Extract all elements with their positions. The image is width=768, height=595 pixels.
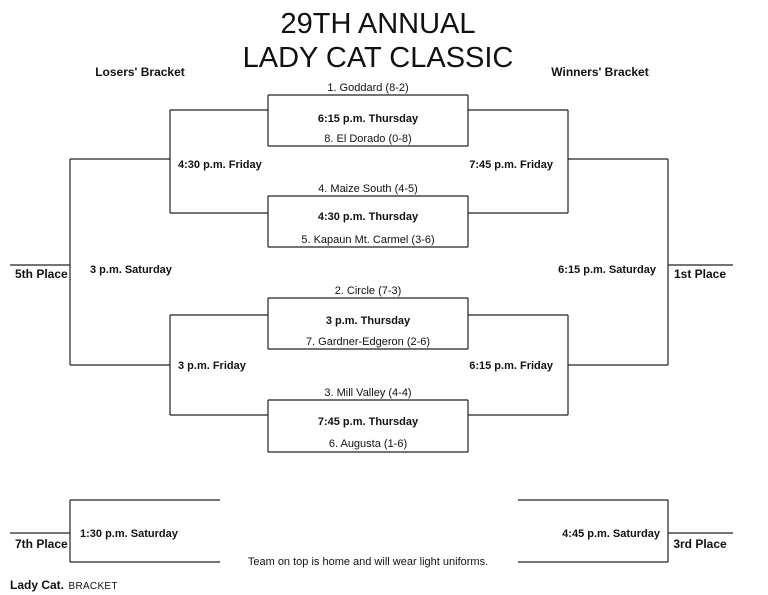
game-3-time: 3 p.m. Thursday: [326, 315, 411, 327]
game-2-box: [267, 195, 469, 248]
first-place-label: 1st Place: [674, 267, 726, 281]
game-3-away-team: 7. Gardner-Edgeron (2-6): [306, 336, 430, 348]
championship-game-time: 6:15 p.m. Saturday: [558, 264, 657, 276]
winners-upper-time: 7:45 p.m. Friday: [469, 159, 554, 171]
game-4-away-team: 6. Augusta (1-6): [329, 438, 407, 450]
third-place-game-time: 4:45 p.m. Saturday: [562, 528, 661, 540]
title-line-1: 29TH ANNUAL: [280, 8, 475, 40]
winners-bracket-header: Winners' Bracket: [551, 65, 648, 79]
third-place-connector: [518, 499, 733, 563]
winners-connectors: [468, 109, 733, 416]
game-3-home-team: 2. Circle (7-3): [335, 285, 402, 297]
seventh-place-connector: [10, 499, 220, 563]
game-1-away-team: 8. El Dorado (0-8): [324, 133, 411, 145]
caption-brand: Lady Cat.: [10, 578, 65, 592]
caption: Lady Cat. BRACKET: [10, 576, 118, 594]
game-4-home-team: 3. Mill Valley (4-4): [324, 387, 411, 399]
game-3-box: [267, 297, 469, 350]
game-1-home-team: 1. Goddard (8-2): [327, 82, 408, 94]
losers-bracket-header: Losers' Bracket: [95, 65, 185, 79]
game-1-box: [267, 94, 469, 147]
fifth-place-game-time: 3 p.m. Saturday: [90, 264, 173, 276]
fifth-place-label: 5th Place: [15, 267, 68, 281]
third-place-label: 3rd Place: [673, 537, 727, 551]
losers-lower-time: 3 p.m. Friday: [178, 360, 247, 372]
seventh-place-game-time: 1:30 p.m. Saturday: [80, 528, 179, 540]
game-2-away-team: 5. Kapaun Mt. Carmel (3-6): [301, 234, 434, 246]
game-4-box: [267, 399, 469, 453]
game-4-time: 7:45 p.m. Thursday: [318, 416, 419, 428]
game-2-home-team: 4. Maize South (4-5): [318, 183, 418, 195]
game-1-time: 6:15 p.m. Thursday: [318, 113, 419, 125]
title-line-2: LADY CAT CLASSIC: [243, 42, 514, 74]
losers-connectors: [10, 109, 268, 416]
winners-lower-time: 6:15 p.m. Friday: [469, 360, 554, 372]
caption-tag: BRACKET: [68, 581, 118, 592]
seventh-place-label: 7th Place: [15, 537, 68, 551]
losers-upper-time: 4:30 p.m. Friday: [178, 159, 263, 171]
game-2-time: 4:30 p.m. Thursday: [318, 211, 419, 223]
uniform-note: Team on top is home and will wear light …: [248, 556, 488, 568]
